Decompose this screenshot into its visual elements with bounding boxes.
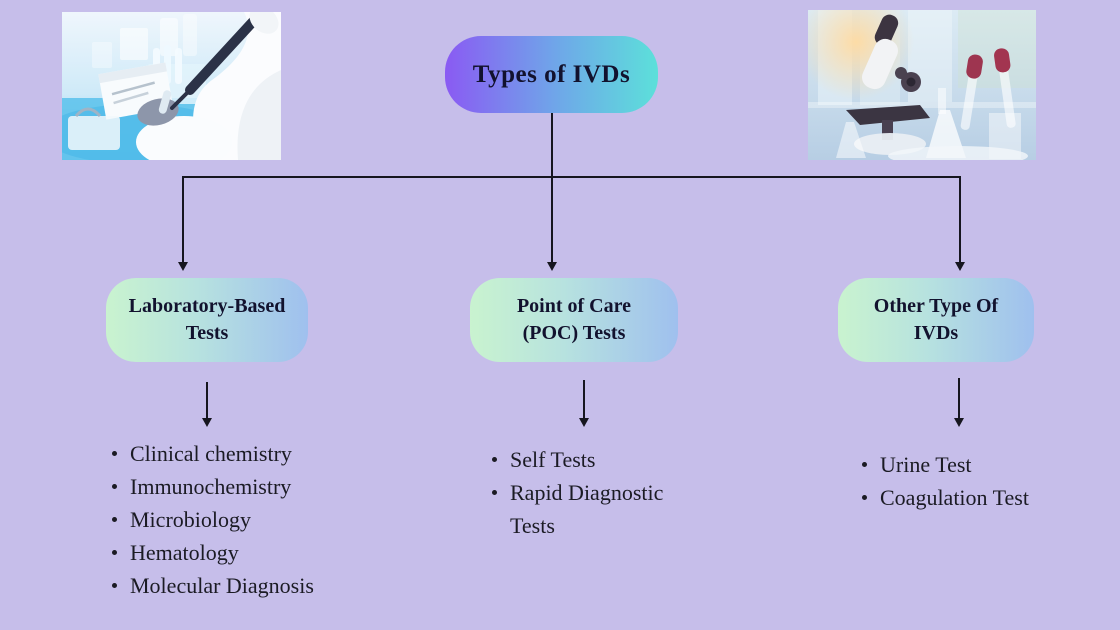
list-item: Molecular Diagnosis xyxy=(108,569,358,602)
branch-box-other-ivds: Other Type Of IVDs xyxy=(838,278,1034,362)
bullet-dot xyxy=(112,550,117,555)
branch-label-line: Other Type Of xyxy=(873,295,999,317)
list-item: Coagulation Test xyxy=(858,481,1088,514)
arrowhead-list-left xyxy=(202,418,212,427)
list-item-label: Hematology xyxy=(130,540,239,565)
list-item-label: Immunochemistry xyxy=(130,474,292,499)
connector-left-vertical xyxy=(182,176,184,262)
lab-pipetting-photo xyxy=(62,12,281,160)
branch-box-poc-tests: Point of Care (POC) Tests xyxy=(470,278,678,362)
list-item-label: Microbiology xyxy=(130,507,251,532)
list-item: Rapid Diagnostic Tests xyxy=(488,476,688,542)
connector-horizontal xyxy=(182,176,961,178)
connector-root-vertical xyxy=(551,113,553,262)
bullet-dot xyxy=(112,517,117,522)
list-item: Self Tests xyxy=(488,443,688,476)
list-item-label: Rapid Diagnostic Tests xyxy=(510,480,664,538)
branch-label-line: Tests xyxy=(185,322,229,344)
branch-label-line: (POC) Tests xyxy=(522,322,626,344)
arrowhead-right xyxy=(955,262,965,271)
bullet-dot xyxy=(112,484,117,489)
bullet-dot xyxy=(112,583,117,588)
list-item: Hematology xyxy=(108,536,358,569)
lab-pipetting-illustration xyxy=(62,12,281,160)
list-laboratory-based-tests: Clinical chemistry Immunochemistry Micro… xyxy=(108,437,358,602)
bullet-dot xyxy=(112,451,117,456)
arrowhead-mid xyxy=(547,262,557,271)
branch-label-line: Laboratory-Based xyxy=(128,295,286,317)
branch-label-line: IVDs xyxy=(913,322,959,344)
connector-list-left xyxy=(206,382,208,418)
list-item: Clinical chemistry xyxy=(108,437,358,470)
bullet-dot xyxy=(492,490,497,495)
title-box: Types of IVDs xyxy=(445,36,658,113)
list-item-label: Urine Test xyxy=(880,452,972,477)
connector-list-right xyxy=(958,378,960,418)
list-item: Microbiology xyxy=(108,503,358,536)
list-item: Urine Test xyxy=(858,448,1088,481)
microscope-lab-photo xyxy=(808,10,1036,160)
list-item: Immunochemistry xyxy=(108,470,358,503)
branch-box-laboratory-based-tests: Laboratory-Based Tests xyxy=(106,278,308,362)
list-item-label: Self Tests xyxy=(510,447,596,472)
bullet-dot xyxy=(862,495,867,500)
connector-right-vertical xyxy=(959,176,961,262)
page-title: Types of IVDs xyxy=(472,60,631,88)
bullet-dot xyxy=(862,462,867,467)
list-poc-tests: Self Tests Rapid Diagnostic Tests xyxy=(488,443,688,542)
branch-label-line: Point of Care xyxy=(516,295,632,317)
arrowhead-left xyxy=(178,262,188,271)
bullet-dot xyxy=(492,457,497,462)
list-other-ivds: Urine Test Coagulation Test xyxy=(858,448,1088,514)
microscope-illustration xyxy=(808,10,1036,160)
arrowhead-list-right xyxy=(954,418,964,427)
list-item-label: Clinical chemistry xyxy=(130,441,292,466)
list-item-label: Molecular Diagnosis xyxy=(130,573,314,598)
arrowhead-list-mid xyxy=(579,418,589,427)
connector-list-mid xyxy=(583,380,585,418)
list-item-label: Coagulation Test xyxy=(880,485,1029,510)
